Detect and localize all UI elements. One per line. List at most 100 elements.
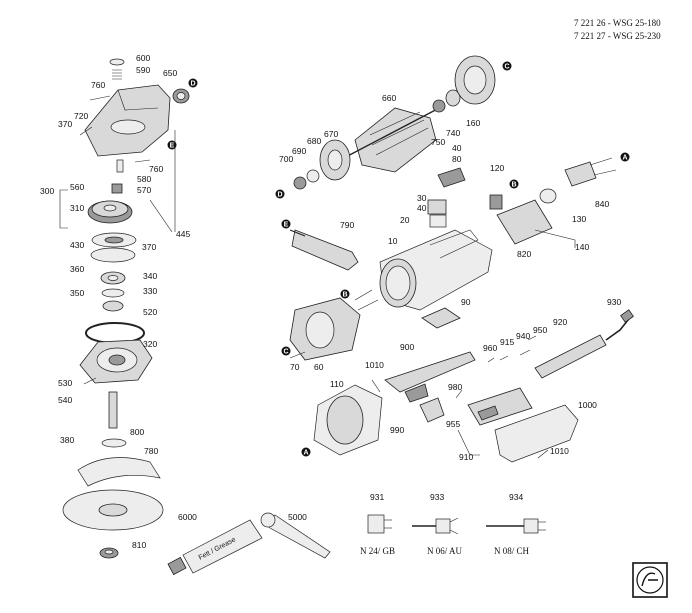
label-940: 940: [516, 331, 530, 341]
caption-ch: N 08/ CH: [494, 546, 530, 556]
model-line-2: 7 221 27 - WSG 25-230: [574, 31, 661, 41]
label-600: 600: [136, 53, 150, 63]
model-line-1: 7 221 26 - WSG 25-180: [574, 18, 661, 28]
part-950: [527, 335, 537, 341]
marker-d-middle: [275, 189, 285, 199]
label-900: 900: [400, 342, 414, 352]
caption-gb: N 24/ GB: [360, 546, 395, 556]
part-690: [306, 169, 320, 183]
label-820: 820: [517, 249, 531, 259]
label-6000: 6000: [178, 512, 197, 522]
cable-group: 930 920 950 940 915 960: [483, 297, 634, 379]
label-740: 740: [446, 128, 460, 138]
label-670: 670: [324, 129, 338, 139]
part-1010-screw: [371, 379, 381, 393]
svg-text:D: D: [277, 192, 282, 199]
handle-1000: 1000 1010: [494, 400, 597, 463]
part-760-screw: [134, 159, 151, 163]
label-110: 110: [330, 379, 344, 389]
armature-assembly: [293, 55, 496, 190]
label-934: 934: [509, 492, 523, 502]
label-540: 540: [58, 395, 72, 405]
marker-e-handle: [281, 219, 291, 229]
part-530: [83, 377, 97, 385]
label-760-b: 760: [149, 164, 163, 174]
part-960: [487, 357, 495, 363]
reference-markers: D E C D A B E B C A: [167, 61, 630, 457]
label-30: 30: [417, 193, 427, 203]
label-160: 160: [466, 118, 480, 128]
label-370: 370: [58, 119, 72, 129]
part-590: [112, 69, 122, 80]
part-990: [419, 397, 445, 423]
label-660: 660: [382, 93, 396, 103]
label-750: 750: [431, 137, 445, 147]
label-560: 560: [70, 182, 84, 192]
label-650: 650: [163, 68, 177, 78]
cover-90: 90: [421, 297, 471, 329]
label-360: 360: [70, 264, 84, 274]
part-370-screw: [79, 126, 93, 136]
part-700: [293, 176, 307, 190]
grease-tube-6000: Fett / Grease 6000: [167, 512, 263, 576]
label-370-b: 370: [142, 242, 156, 252]
label-1010-b: 1010: [550, 446, 569, 456]
part-980: [455, 389, 463, 399]
label-60: 60: [314, 362, 324, 372]
part-350: [101, 288, 125, 298]
label-810: 810: [132, 540, 146, 550]
label-445: 445: [176, 229, 190, 239]
part-380-spindle: [108, 391, 118, 429]
gear-head-assembly: [59, 58, 190, 559]
svg-text:E: E: [170, 143, 175, 150]
svg-text:E: E: [284, 222, 289, 229]
label-933: 933: [430, 492, 444, 502]
part-820-board: [496, 199, 553, 245]
electronics-assembly: 120 840 130 140 820: [489, 157, 617, 259]
part-30: [427, 199, 447, 215]
marker-b-stator: [340, 289, 350, 299]
marker-a-right: [620, 152, 630, 162]
label-840: 840: [595, 199, 609, 209]
plug-gb: [367, 514, 385, 534]
label-690: 690: [292, 146, 306, 156]
label-140: 140: [575, 242, 589, 252]
part-940: [519, 349, 531, 356]
part-580: [116, 159, 124, 173]
label-915: 915: [500, 337, 514, 347]
marker-d-top: [188, 78, 198, 88]
part-900-lever: [384, 351, 476, 393]
svg-text:A: A: [303, 450, 308, 457]
part-720-screw: [89, 95, 111, 101]
part-20: [429, 214, 447, 228]
spanner-5000: 5000: [260, 512, 331, 559]
label-520: 520: [143, 307, 157, 317]
label-20: 20: [400, 215, 410, 225]
part-80: [437, 167, 466, 188]
label-130: 130: [572, 214, 586, 224]
label-800: 800: [130, 427, 144, 437]
motor-housing-10: 10: [379, 229, 493, 311]
label-340: 340: [143, 271, 157, 281]
label-760: 760: [91, 80, 105, 90]
switch-lever-group: 900 980 990: [384, 342, 476, 435]
marker-b-right: [509, 179, 519, 189]
label-955: 955: [446, 419, 460, 429]
marker-a-housing: [301, 447, 311, 457]
label-931: 931: [370, 492, 384, 502]
part-920-cord-guard: [534, 334, 607, 379]
part-560: [111, 183, 123, 194]
part-1010-b-screw: [537, 449, 549, 459]
fein-logo: [632, 562, 668, 598]
part-750: [432, 99, 446, 113]
marker-c-stator: [281, 346, 291, 356]
part-130-ring: [539, 188, 557, 204]
svg-text:B: B: [511, 182, 516, 189]
label-570: 570: [137, 185, 151, 195]
part-600: [109, 58, 125, 66]
label-960: 960: [483, 343, 497, 353]
gear-head-labels: 600 590 650 760 720 370 760 580 570 560 …: [40, 53, 190, 550]
field-stator-60: 70 60: [289, 289, 379, 372]
label-320: 320: [143, 339, 157, 349]
